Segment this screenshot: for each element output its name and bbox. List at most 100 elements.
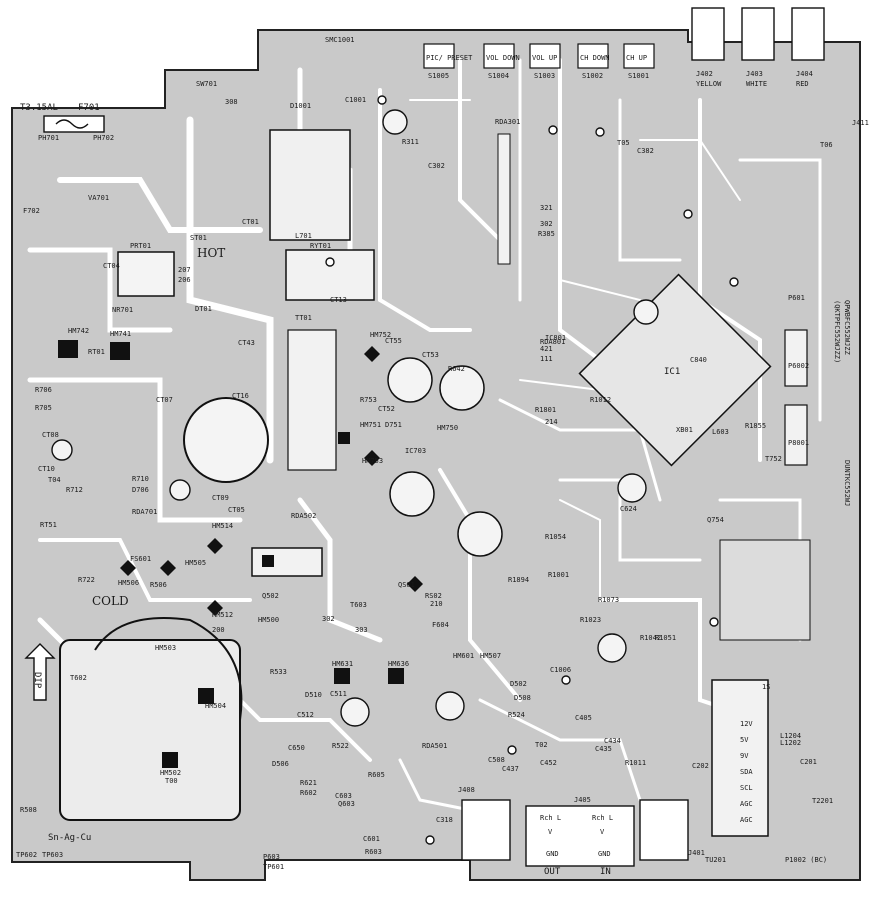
component-ref: 302	[322, 615, 335, 623]
button-s1003-body[interactable]	[529, 43, 561, 69]
component-ref: 111	[540, 355, 553, 363]
via	[377, 95, 387, 105]
component-ref: R753	[360, 396, 377, 404]
component-ref: R603	[365, 848, 382, 856]
solder-pads	[58, 95, 739, 845]
component-ref: J408	[458, 786, 475, 794]
button-label: VOL UP	[532, 54, 557, 62]
jack-yellow-body[interactable]	[691, 7, 725, 61]
jack-red-body[interactable]	[791, 7, 825, 61]
component-ref: R710	[132, 475, 149, 483]
component-ref: D502	[510, 680, 527, 688]
component-ref: CT05	[228, 506, 245, 514]
component-ref: C202	[692, 762, 709, 770]
pad	[338, 432, 350, 444]
component-ref: RDA301	[495, 118, 520, 126]
connector-pin-label: SDA	[740, 768, 753, 776]
pad	[110, 342, 130, 360]
thermistor-box	[117, 251, 175, 297]
component-ref: 303	[355, 626, 368, 634]
button-s1001-body[interactable]	[623, 43, 655, 69]
connector-pin-label: AGC	[740, 800, 753, 808]
component-ref: R524	[508, 711, 525, 719]
component-ref: CT04	[103, 262, 120, 270]
component-ref: Q502	[262, 592, 279, 600]
button-s1002-body[interactable]	[577, 43, 609, 69]
component-ref: 207	[178, 266, 191, 274]
jack-j408-body[interactable]	[461, 799, 511, 861]
component-ref: R1054	[545, 533, 566, 541]
pad	[207, 538, 223, 554]
via	[683, 209, 693, 219]
component-ref: R1023	[580, 616, 601, 624]
component-ref: 206	[178, 276, 191, 284]
component-ref: R522	[332, 742, 349, 750]
component-ref: SW701	[196, 80, 217, 88]
component-ref: HM742	[68, 327, 89, 335]
component-ref: HM741	[110, 330, 131, 338]
component-ref: T02	[535, 741, 548, 749]
component-ref: L1202	[780, 739, 801, 747]
button-ref: S1003	[534, 72, 555, 80]
component-ref: C434	[604, 737, 621, 745]
component-ref: R1801	[535, 406, 556, 414]
component-ref: J401	[688, 849, 705, 857]
component-ref: R311	[402, 138, 419, 146]
pad	[262, 555, 274, 567]
component-ref: TT01	[295, 314, 312, 322]
component-ref: C201	[800, 758, 817, 766]
button-label: CH DOWN	[580, 54, 610, 62]
component-ref: R1012	[590, 396, 611, 404]
cold-zone-label: COLD	[92, 594, 129, 608]
component-ref: T06	[820, 141, 833, 149]
main-ic-body	[578, 273, 772, 467]
component-ref: C512	[297, 711, 314, 719]
jack-j401-body[interactable]	[639, 799, 689, 861]
mainboard-connector	[711, 679, 769, 837]
jack-label: Rch L	[592, 814, 613, 822]
component-ref: 210	[430, 600, 443, 608]
button-ref: S1004	[488, 72, 509, 80]
component-ref: QS01	[398, 581, 415, 589]
component-ref: T603	[350, 601, 367, 609]
component-ref: RDA501	[422, 742, 447, 750]
dip-label: DIP	[32, 672, 42, 689]
component-ref: CT10	[38, 465, 55, 473]
via	[561, 675, 571, 685]
cap-ct09	[169, 479, 191, 501]
connector-pin-label: 9V	[740, 752, 749, 760]
front-buttons	[423, 43, 655, 69]
component-ref: R722	[78, 576, 95, 584]
component-ref: TU201	[705, 856, 726, 864]
button-label: PIC/ PRESET	[426, 54, 473, 62]
jack-j405-body[interactable]	[525, 805, 635, 867]
button-s1005-body[interactable]	[423, 43, 455, 69]
component-ref: TP601	[263, 863, 284, 871]
button-s1004-body[interactable]	[483, 43, 515, 69]
jack-label: V	[600, 828, 605, 836]
component-ref: C452	[540, 759, 557, 767]
component-ref: SMC1001	[325, 36, 355, 44]
component-ref: PH702	[93, 134, 114, 142]
button-label: CH UP	[626, 54, 647, 62]
via	[548, 125, 558, 135]
in-label: IN	[600, 867, 611, 877]
component-ref: L603	[712, 428, 729, 436]
pad	[58, 340, 78, 358]
flyback-transformer	[59, 639, 241, 821]
jack-white-body[interactable]	[741, 7, 775, 61]
side-header	[784, 329, 808, 387]
component-ref: R506	[150, 581, 167, 589]
component-ref: C603	[335, 792, 352, 800]
fuse-label: T3.15AL	[20, 103, 58, 113]
component-ref: HM507	[480, 652, 501, 660]
rda301-strip	[497, 133, 511, 265]
component-ref: R1855	[745, 422, 766, 430]
cap-ct08	[51, 439, 73, 461]
cap-c624	[617, 473, 647, 503]
component-ref: HM512	[212, 611, 233, 619]
pad	[334, 668, 350, 684]
jack-ref: J403	[746, 70, 763, 78]
component-ref: T04	[48, 476, 61, 484]
